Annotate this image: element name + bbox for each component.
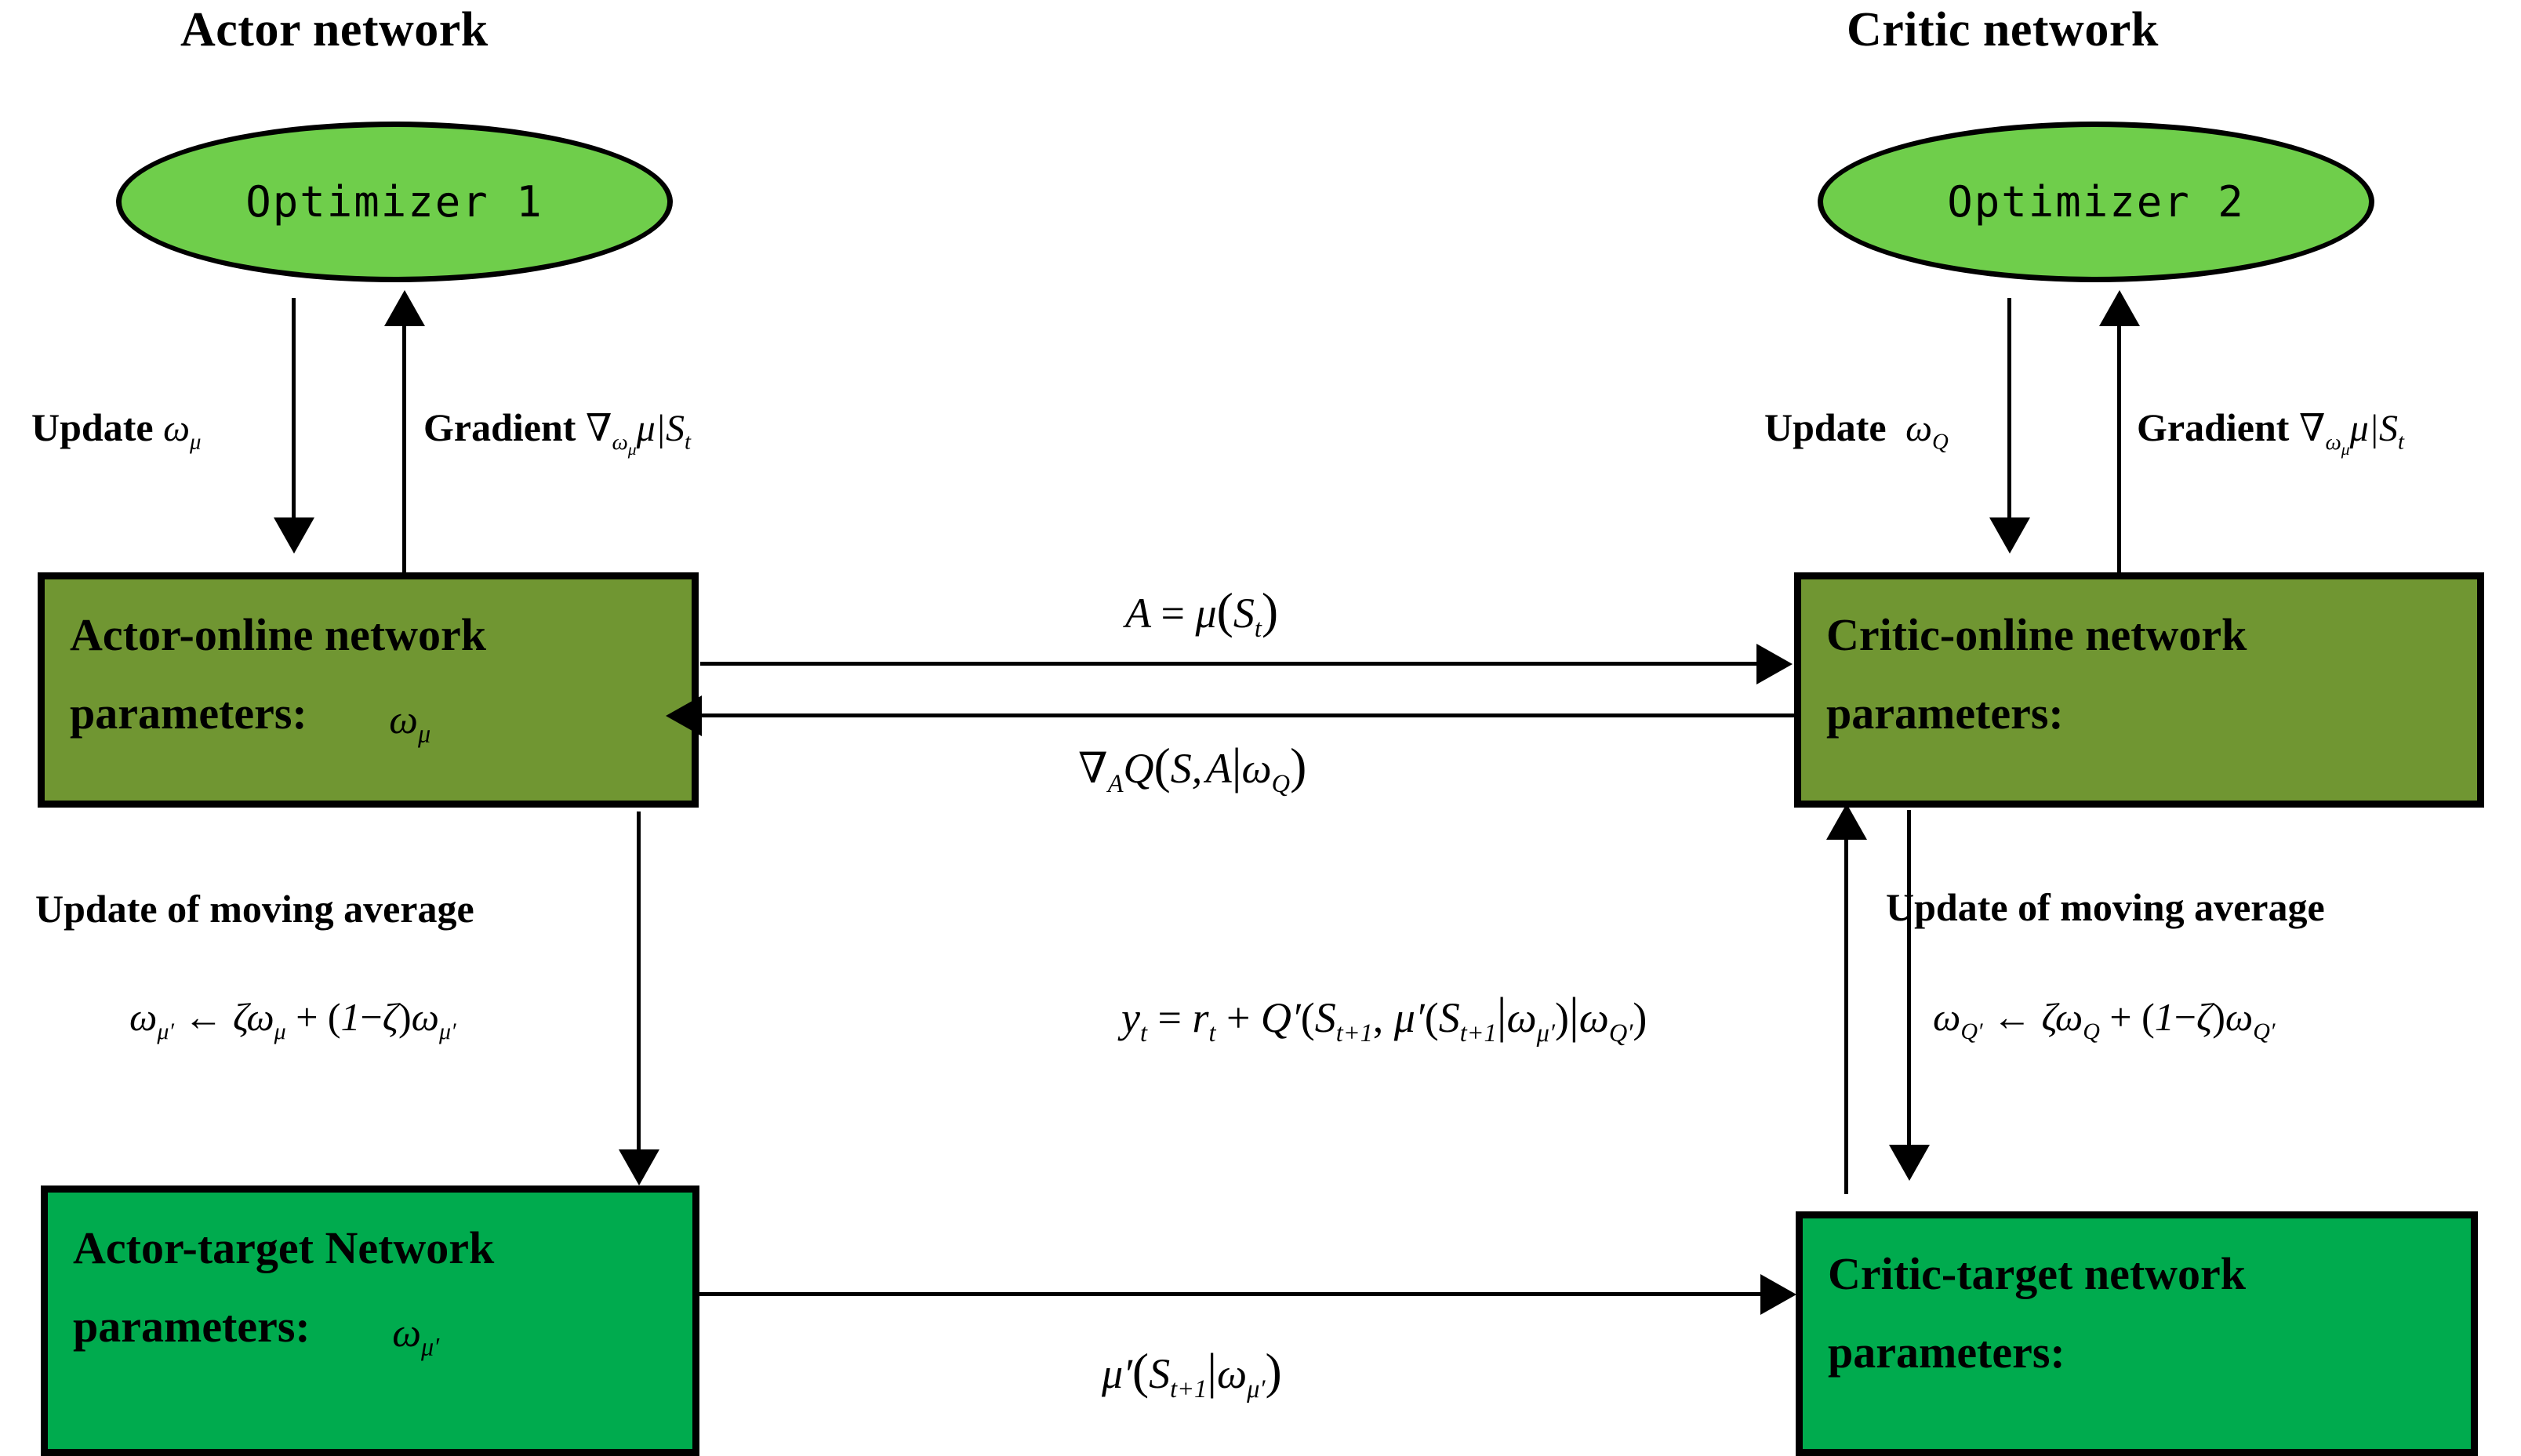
critic-tau-update-formula: ωQ′ ← ζωQ + (1−ζ)ωQ′ (1933, 995, 2276, 1044)
actor-online-param: ωμ (389, 698, 431, 748)
actor-gradient-symbol: ∇ωμμ|St (585, 408, 691, 459)
critic-update-label: Update ωQ (1764, 405, 1949, 456)
actor-tau-update-formula: ωμ′ ← ζωμ + (1−ζ)ωμ′ (129, 995, 456, 1044)
gradq-flow-line (702, 713, 1796, 717)
optimizer-2-ellipse[interactable]: Optimizer 2 (1818, 122, 2374, 282)
actor-gradient-arrowhead (384, 290, 425, 326)
action-flow-arrowhead (1756, 644, 1793, 684)
critic-gradient-label: Gradient ∇ωμμ|St (2137, 405, 2404, 459)
critic-online-line2: parameters: (1826, 684, 2454, 743)
action-flow-line (700, 662, 1765, 666)
critic-gradient-text: Gradient (2137, 405, 2290, 449)
optimizer-1-label: Optimizer 1 (245, 177, 543, 227)
actor-target-update-line (637, 812, 641, 1166)
actor-online-network-box[interactable]: Actor-online network parameters: ωμ (38, 572, 699, 808)
critic-gradient-arrowhead (2099, 290, 2140, 326)
actor-online-line2: parameters: ωμ (70, 684, 668, 748)
critic-target-line1: Critic-target network (1828, 1248, 2247, 1299)
actor-target-param: ωμ′ (392, 1311, 440, 1361)
target-policy-formula: μ′(St+1|ωμ′) (1102, 1343, 1282, 1403)
critic-update-arrowhead (1989, 517, 2030, 554)
actor-network-title: Actor network (180, 3, 489, 56)
critic-update-symbol: ωQ (1896, 408, 1949, 455)
actor-gradient-line (402, 310, 406, 574)
critic-update-text: Update (1764, 405, 1887, 449)
actor-target-network-box[interactable]: Actor-target Network parameters: ωμ′ (41, 1185, 699, 1456)
actor-online-line1: Actor-online network (70, 609, 487, 660)
target-value-formula: yt = rt + Q′(St+1, μ′(St+1|ωμ′)|ωQ′) (1121, 987, 1647, 1048)
actor-update-line (292, 298, 296, 528)
critic-online-network-box[interactable]: Critic-online network parameters: (1794, 572, 2484, 808)
actor-target-line2-text: parameters: (73, 1301, 311, 1353)
actor-gradient-label: Gradient ∇ωμμ|St (423, 405, 691, 459)
optimizer-1-ellipse[interactable]: Optimizer 1 (116, 122, 673, 282)
critic-target-line2-text: parameters: (1828, 1327, 2065, 1378)
critic-online-line2-text: parameters: (1826, 688, 2064, 739)
critic-online-to-target-line (1907, 810, 1911, 1163)
actor-gradient-text: Gradient (423, 405, 576, 449)
critic-target-to-online-arrowhead (1826, 804, 1867, 840)
actor-online-line2-text: parameters: (70, 688, 307, 739)
actor-update-text: Update (31, 405, 154, 449)
critic-update-line (2007, 298, 2011, 528)
critic-online-line1: Critic-online network (1826, 609, 2247, 660)
critic-online-to-target-arrowhead (1889, 1145, 1930, 1181)
gradq-flow-arrowhead (666, 695, 702, 736)
optimizer-2-label: Optimizer 2 (1947, 177, 2245, 227)
critic-moving-average-label: Update of moving average (1886, 885, 2325, 929)
critic-gradient-symbol: ∇ωμμ|St (2298, 408, 2404, 459)
target-policy-flow-line (695, 1292, 1769, 1296)
gradq-formula: ∇AQ(S, A|ωQ) (1078, 738, 1307, 798)
critic-network-title: Critic network (1847, 3, 2159, 56)
critic-target-network-box[interactable]: Critic-target network parameters: (1796, 1211, 2478, 1456)
critic-target-to-online-line (1844, 818, 1848, 1194)
actor-update-label: Update ωμ (31, 405, 201, 456)
critic-gradient-line (2117, 310, 2121, 574)
action-formula: A = μ(St) (1125, 583, 1279, 643)
actor-update-symbol: ωμ (163, 408, 202, 455)
actor-target-line1: Actor-target Network (73, 1222, 495, 1273)
target-policy-flow-arrowhead (1760, 1274, 1796, 1315)
actor-update-arrowhead (274, 517, 314, 554)
actor-moving-average-label: Update of moving average (35, 887, 474, 931)
critic-target-line2: parameters: (1828, 1323, 2447, 1382)
actor-target-update-arrowhead (619, 1149, 659, 1185)
actor-target-line2: parameters: ωμ′ (73, 1298, 669, 1361)
